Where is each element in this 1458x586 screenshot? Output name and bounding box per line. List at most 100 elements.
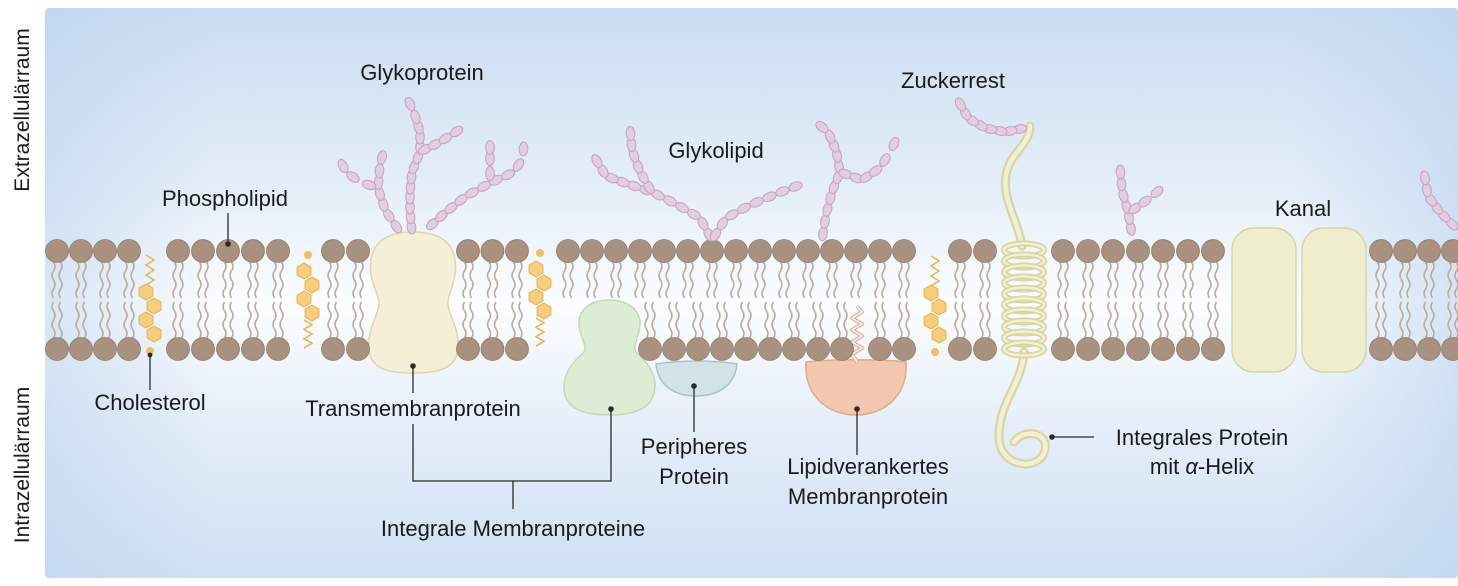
phospholipid-tail [204,301,209,339]
sugar-unit [376,150,388,165]
alpha-helix-tail-highlight [1003,123,1033,249]
phospholipid-tail [51,301,56,339]
glycolipid-label: Glykolipid [668,138,763,163]
cholesterol-ring [304,304,320,322]
integral-proteins-label: Integrale Membranproteine [381,516,645,541]
phospholipid-head [1076,239,1100,263]
phospholipid-head [1151,239,1175,263]
sugar-unit [815,120,829,134]
phospholipid-tail [1107,261,1112,299]
phospholipid-tail [99,261,104,299]
phospholipid-tail [881,261,886,299]
glycoprotein-sugar-tree [337,96,529,235]
phospholipid-tail [75,301,80,339]
glycolipid-sugar-tree [591,125,803,242]
phospholipid-tail [1139,261,1144,299]
phospholipid-head [505,239,529,263]
phospholipid-tail [881,301,886,339]
phospholipid-head [346,337,370,361]
phospholipid-head [1126,337,1150,361]
transmembrane-protein-label: Transmembranprotein [305,396,521,421]
phospholipid-head [69,239,93,263]
phospholipid-tail [1114,261,1119,299]
phospholipid-head [166,337,190,361]
sugar-unit [500,169,516,181]
phospholipid-head [1441,239,1458,263]
phospholipid-tail [1207,301,1212,339]
sugar-unit [485,139,495,156]
cholesterol-head [146,347,154,355]
phospholipid-head [216,337,240,361]
phospholipid-head [241,337,265,361]
phospholipid-head [241,239,265,263]
cholesterol-label: Cholesterol [94,390,205,415]
phospholipid-head [868,239,892,263]
phospholipid-tail [961,301,966,339]
phospholipid-tail [1139,301,1144,339]
phospholipid-head [93,337,117,361]
phospholipid-tail [1406,261,1411,299]
phospholipid-tail [954,301,959,339]
phospholipid-tail [819,301,824,339]
phospholipid-tail [713,261,718,299]
phospholipid-tail [723,301,728,339]
phospholipid-tail [1447,261,1452,299]
phospholipid-tail [833,261,838,299]
phospholipid-tail [898,261,903,299]
phospholipid-head [868,337,892,361]
phospholipid-head [266,337,290,361]
peripheral-leader-dot [691,383,697,389]
phospholipid-head [321,337,345,361]
phospholipid-tail [204,261,209,299]
phospholipid-tail [1157,301,1162,339]
peripheral-protein-label-line1: Peripheres [641,434,747,459]
sugar-chains-layer [337,96,1458,242]
phospholipid-tail [785,261,790,299]
alpha-helix-label-line2: mit α-Helix [1150,454,1254,479]
lipid-anchored-label-line1: Lipidverankertes [787,454,948,479]
phospholipid-tail [979,301,984,339]
cholesterol-tail [929,255,941,287]
phospholipid-tail [961,261,966,299]
phospholipid-head [796,239,820,263]
phospholipid-head [346,239,370,263]
phospholipid-leader-dot [225,241,231,247]
phospholipid-head [652,239,676,263]
intracellular-label: Intrazellulärraum [11,387,34,543]
leader-lines [147,213,1094,509]
phospholipid-tail [874,301,879,339]
phospholipid-tail [1057,261,1062,299]
phospholipid-tail [82,301,87,339]
phospholipid-tail [874,261,879,299]
phospholipid-tail [706,261,711,299]
cholesterol-ring [296,262,312,280]
alpha-helix-label-line1: Integrales Protein [1116,425,1288,450]
phospholipid-tail [692,301,697,339]
phospholipid-head [480,239,505,263]
phospholipid-tail [99,301,104,339]
phospholipid-tail [1089,261,1094,299]
phospholipid-tail [651,301,656,339]
sugar-residue-label: Zuckerrest [901,68,1005,93]
phospholipid-head [1176,337,1200,361]
lipid-anchored-protein [805,359,907,416]
phospholipid-tail [82,261,87,299]
phospholipid-tail [795,301,800,339]
peripheral-protein [655,360,738,397]
phospholipid-tail [462,261,467,299]
phospholipid-tail [1399,301,1404,339]
phospholipid-tail [778,261,783,299]
cholesterol-tail [534,317,546,347]
phospholipid-tail [58,301,63,339]
phospholipid-tail [836,301,841,339]
phospholipid-tail [1214,301,1219,339]
phospholipid-tail [764,301,769,339]
phospholipid-head [480,337,505,361]
sugar-unit [485,165,495,182]
phospholipid-tail [850,261,855,299]
sugar-unit [1420,170,1430,186]
phospholipid-tail [493,301,499,339]
phospholipid-head [734,337,758,361]
cholesterol-head [536,249,544,257]
edge-sugar-chain [1420,170,1458,231]
